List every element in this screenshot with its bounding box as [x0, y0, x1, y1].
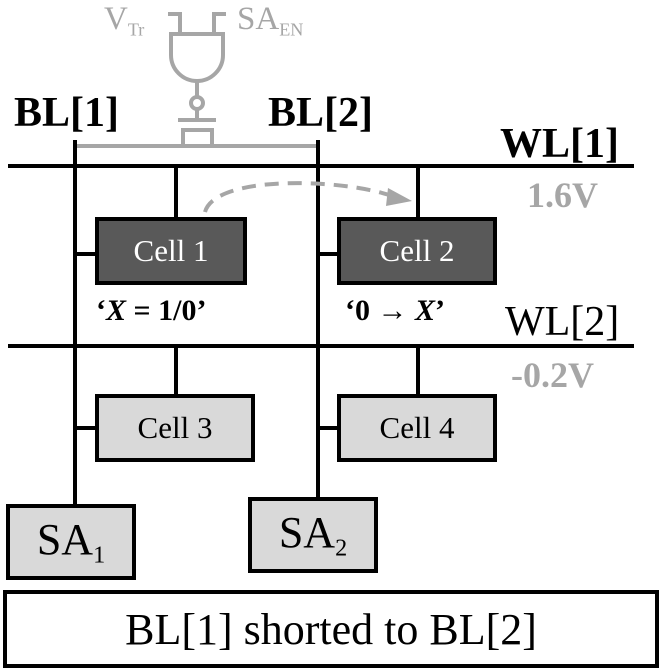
cell-1-state: ‘X = 1/0’ [96, 294, 207, 327]
wordline-2-label: WL[2] [505, 299, 620, 345]
and-gate-symbol [169, 32, 225, 83]
cell-3-label: Cell 3 [137, 410, 213, 445]
bitline-2-label: BL[2] [268, 90, 373, 136]
wordline-1-label: WL[1] [500, 121, 619, 167]
wordline-1-voltage: 1.6V [527, 175, 598, 215]
bit-and-word-lines [8, 140, 634, 507]
cell-1: Cell 1 [95, 217, 247, 285]
cell-4: Cell 4 [337, 394, 497, 462]
cell-2: Cell 2 [337, 217, 497, 285]
cell-1-label: Cell 1 [133, 233, 209, 268]
cell-3: Cell 3 [95, 394, 255, 462]
vtr-label: VTr [104, 1, 145, 40]
caption-text: BL[1] shorted to BL[2] [125, 604, 537, 654]
sense-amp-1: SA1 [6, 504, 136, 580]
saen-label: SAEN [237, 1, 304, 40]
sense-amp-1-label: SA1 [36, 515, 106, 569]
bitline-1-label: BL[1] [14, 90, 119, 136]
wordline-2-voltage: -0.2V [511, 355, 594, 395]
cell-2-state: ‘0 → X’ [345, 294, 446, 327]
sense-amp-2: SA2 [248, 497, 378, 573]
sense-amp-2-label: SA2 [278, 508, 348, 562]
caption-box: BL[1] shorted to BL[2] [3, 590, 659, 668]
cell-2-label: Cell 2 [379, 233, 455, 268]
cell-4-label: Cell 4 [379, 410, 455, 445]
charge-transfer-arrow [203, 181, 412, 213]
